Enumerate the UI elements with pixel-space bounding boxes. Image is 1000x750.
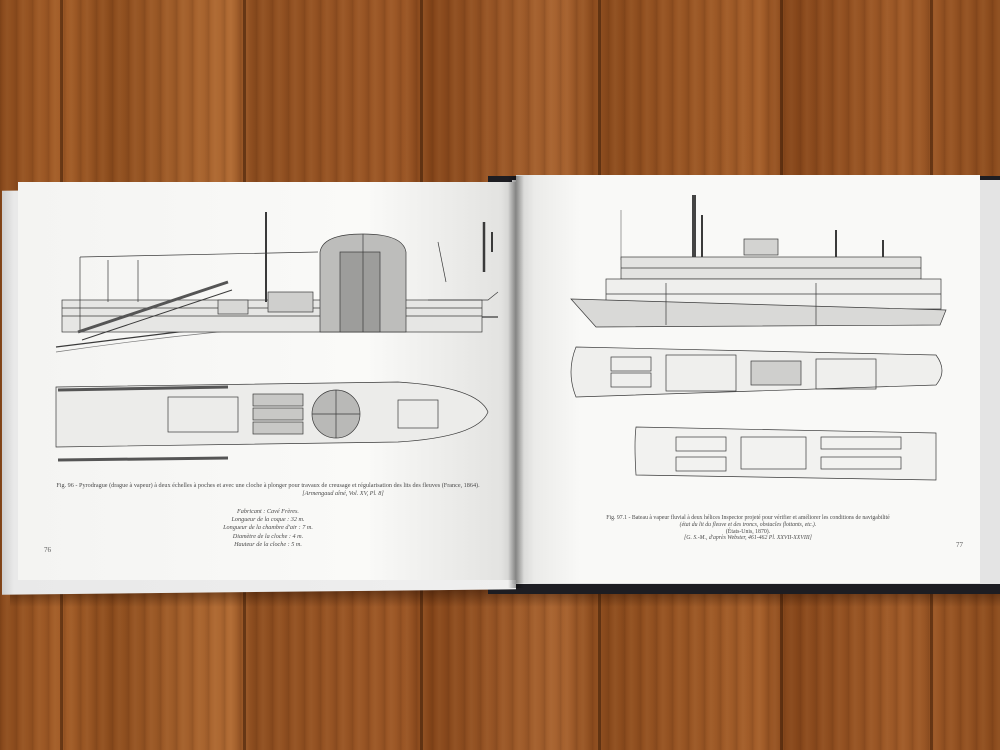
spec-line: Hauteur de la cloche : 5 m. xyxy=(234,540,302,548)
spec-line: Fabricant : Cavé Frères. xyxy=(237,508,299,515)
figure-caption-line: (état du lit du fleuve et des troncs, ob… xyxy=(679,521,817,528)
right-page: Fig. 97.1 - Bateau à vapeur fluvial à de… xyxy=(516,175,980,583)
figure-caption-line: [Armengaud aîné, Vol. XV, Pl. 8] xyxy=(302,490,384,498)
figure-caption: Fig. 97.1 - Bateau à vapeur fluvial à de… xyxy=(518,515,978,542)
left-page: Fig. 96 - Pyrodrague (drague à vapeur) à… xyxy=(18,182,516,580)
page-number: 76 xyxy=(44,546,51,554)
dredger-drawing xyxy=(55,212,499,462)
book-gutter xyxy=(508,176,524,588)
spec-line: Longueur de la coque : 32 m. xyxy=(231,516,305,524)
spec-line: Longueur de la chambre d'air : 7 m. xyxy=(223,524,313,532)
figure-caption-line: (États-Unis, 1870). xyxy=(725,528,771,535)
specs-list: Fabricant : Cavé Frères. Longueur de la … xyxy=(178,508,358,549)
figure-caption-line: Fig. 96 - Pyrodrague (drague à vapeur) à… xyxy=(56,482,480,489)
figure-caption-line: Fig. 97.1 - Bateau à vapeur fluvial à de… xyxy=(606,515,890,521)
page-number: 77 xyxy=(956,541,963,549)
figure-caption-line: [G. S.-M., d'après Webster, 461-462 Pl. … xyxy=(684,535,812,542)
steamboat-drawing xyxy=(570,195,947,481)
figure-caption: Fig. 96 - Pyrodrague (drague à vapeur) à… xyxy=(28,482,508,498)
spec-line: Diamètre de la cloche : 4 m. xyxy=(232,532,304,540)
